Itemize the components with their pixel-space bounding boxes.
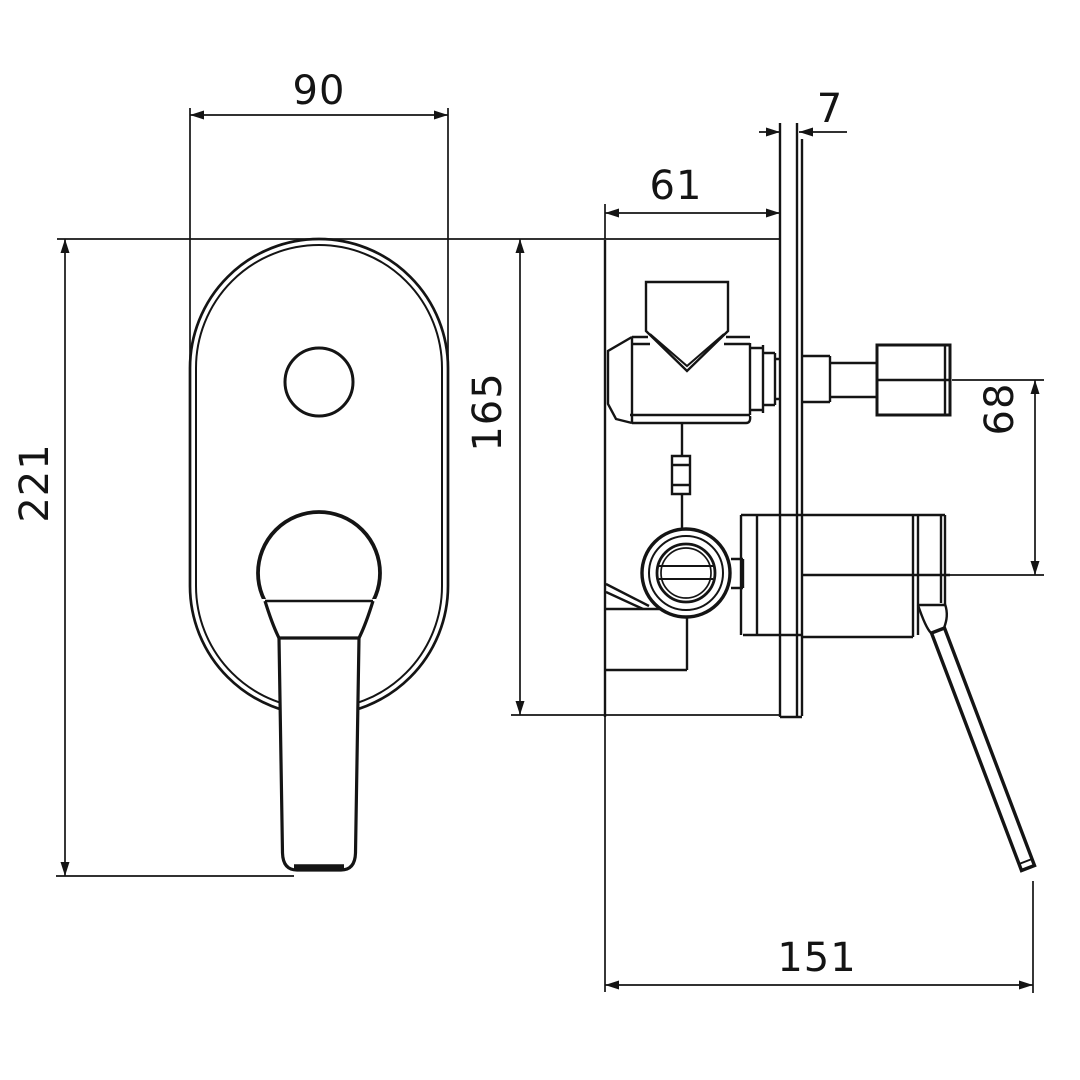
mixer-cartridge	[606, 335, 780, 425]
cartridge-collar	[750, 345, 780, 413]
top-port	[644, 280, 730, 373]
handle-shaft	[830, 361, 877, 399]
outlet-block	[803, 513, 950, 639]
outlet-passthrough	[739, 513, 803, 637]
dim-front-width: 90	[189, 68, 449, 371]
dim-plate-thickness: 7	[759, 86, 847, 137]
dim-label-front-height: 221	[12, 443, 58, 522]
faceplate-outer-edge	[188, 237, 450, 717]
side-view: 61 7 165 68 151	[465, 86, 1044, 993]
dim-label-front-width: 90	[293, 68, 346, 114]
wall-plate	[778, 123, 804, 719]
port-slot	[659, 565, 713, 580]
dim-label-plate-thickness: 7	[817, 86, 843, 132]
dim-total-depth: 151	[605, 881, 1034, 993]
faceplate-front	[188, 237, 450, 717]
dim-handle-drop: 68	[950, 379, 1044, 576]
front-view: 90 221	[12, 68, 450, 877]
dim-front-height: 221	[12, 239, 294, 877]
dim-body-depth: 61	[604, 163, 780, 239]
handle-front	[256, 510, 382, 872]
dim-label-body-depth: 61	[650, 163, 703, 209]
dim-plate-height: 165	[465, 239, 779, 716]
handle-hub	[803, 343, 952, 417]
bottom-port	[640, 527, 745, 619]
check-valve	[670, 423, 692, 531]
handle-stem	[277, 636, 361, 872]
cartridge-left-cap	[606, 335, 634, 425]
diverter-button	[283, 346, 355, 418]
port-tab	[731, 557, 745, 590]
dim-label-total-depth: 151	[777, 935, 856, 981]
dim-label-plate-height: 165	[465, 372, 511, 451]
lever-tip-seam	[1018, 858, 1033, 865]
dim-label-handle-drop: 68	[977, 383, 1023, 436]
body-gusset	[605, 582, 650, 611]
faceplate-inner-edge	[195, 244, 443, 710]
lever-handle-side	[929, 625, 1037, 873]
